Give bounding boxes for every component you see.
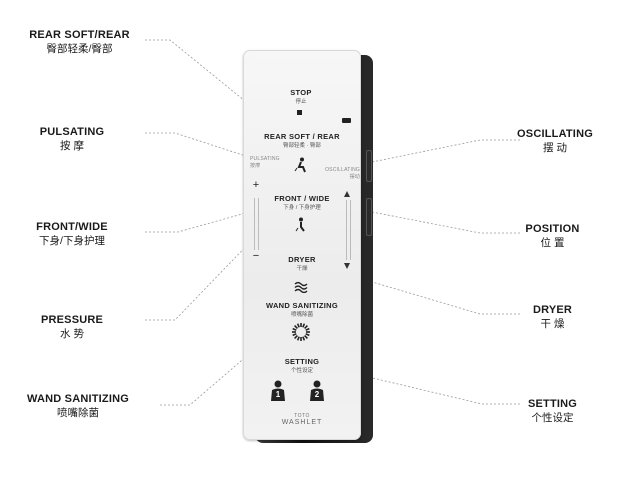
pressure-plus[interactable]: + <box>252 179 260 191</box>
user2-number: 2 <box>314 390 320 399</box>
remote-face <box>243 50 361 440</box>
wand-sanitizing-icon <box>292 323 310 341</box>
rear-label-en: REAR SOFT / REAR <box>264 132 340 141</box>
label-dryer: DRYER 干 燥 <box>510 304 595 330</box>
rear-button[interactable]: REAR SOFT / REAR 臀部轻柔 · 臀部 <box>258 132 346 149</box>
oscillating-side-button[interactable] <box>366 150 372 182</box>
user2-icon <box>310 380 324 401</box>
label-oscillating-en: OSCILLATING <box>517 128 593 140</box>
front-label-zh: 下身 / 下身护理 <box>283 205 321 211</box>
setting-label-zh: 个性设定 <box>290 368 313 374</box>
dryer-button[interactable]: DRYER 干燥 <box>275 255 329 272</box>
brand-logo: TOTO WASHLET <box>272 413 332 426</box>
label-setting-zh: 个性设定 <box>531 411 574 424</box>
front-button[interactable]: FRONT / WIDE 下身 / 下身护理 <box>262 194 342 211</box>
label-oscillating: OSCILLATING 摆 动 <box>510 128 600 154</box>
pulsating-small-en: PULSATING <box>250 156 280 162</box>
user2-button[interactable]: 2 <box>308 380 326 402</box>
label-position-zh: 位 置 <box>540 236 565 249</box>
label-front-en: FRONT/WIDE <box>36 221 108 233</box>
dryer-wave-icon <box>294 281 308 293</box>
label-pulsating-en: PULSATING <box>39 126 105 138</box>
label-rear-en: REAR SOFT/REAR <box>29 29 130 41</box>
stop-label-en: STOP <box>290 88 312 97</box>
label-pulsating-zh: 按 摩 <box>60 139 84 152</box>
leader-pressure <box>145 234 258 321</box>
indicator-led <box>342 118 351 123</box>
brand-toto: TOTO <box>294 413 310 419</box>
label-front-wide: FRONT/WIDE 下身/下身护理 <box>22 221 122 247</box>
label-oscillating-zh: 摆 动 <box>543 141 567 154</box>
user1-icon <box>271 380 285 401</box>
front-label-en: FRONT / WIDE <box>274 194 330 203</box>
wand-label-en: WAND SANITIZING <box>266 301 338 310</box>
oscillating-small-en: OSCILLATING <box>325 167 360 173</box>
pulsating-button[interactable]: PULSATING 按摩 <box>250 156 290 169</box>
label-rear-soft-rear: REAR SOFT/REAR 臀部轻柔/臀部 <box>22 29 137 55</box>
label-dryer-en: DRYER <box>532 304 573 316</box>
label-pressure-en: PRESSURE <box>40 314 104 326</box>
label-setting: SETTING 个性设定 <box>510 398 595 424</box>
label-front-zh: 下身/下身护理 <box>39 234 105 247</box>
user1-button[interactable]: 1 <box>269 380 287 402</box>
leader-position <box>371 211 520 234</box>
leader-oscillating <box>371 139 520 163</box>
stop-label-zh: 停止 <box>295 99 307 105</box>
label-position: POSITION 位 置 <box>510 223 595 249</box>
pulsating-small-zh: 按摩 <box>250 163 261 169</box>
position-side-button[interactable] <box>366 198 372 236</box>
setting-button[interactable]: SETTING 个性设定 <box>275 357 329 374</box>
dryer-label-en: DRYER <box>288 255 316 264</box>
pressure-slider[interactable] <box>254 198 259 250</box>
leader-pulsating <box>145 132 259 161</box>
label-dryer-zh: 干 燥 <box>540 317 565 330</box>
label-wand-en: WAND SANITIZING <box>27 393 129 405</box>
label-pressure: PRESSURE 水 势 <box>22 314 122 340</box>
label-wand-sanitizing: WAND SANITIZING 喷嘴除菌 <box>22 393 134 419</box>
setting-label-en: SETTING <box>284 357 320 366</box>
user1-number: 1 <box>275 390 281 399</box>
wand-label-zh: 喷嘴除菌 <box>290 312 313 318</box>
position-down-icon[interactable] <box>343 262 351 270</box>
brand-washlet: WASHLET <box>281 419 323 426</box>
label-pressure-zh: 水 势 <box>60 327 84 340</box>
dryer-label-zh: 干燥 <box>296 266 308 272</box>
label-rear-zh: 臀部轻柔/臀部 <box>46 42 113 55</box>
stop-icon <box>297 110 302 115</box>
position-slider[interactable] <box>346 200 351 260</box>
wand-sanitizing-button[interactable]: WAND SANITIZING 喷嘴除菌 <box>262 301 342 318</box>
position-up-icon[interactable] <box>343 190 351 198</box>
stop-button[interactable]: STOP 停止 <box>270 88 332 105</box>
pressure-minus[interactable]: − <box>252 250 260 262</box>
label-setting-en: SETTING <box>527 398 578 410</box>
oscillating-button[interactable]: OSCILLATING 摆动 <box>318 167 360 180</box>
label-position-en: POSITION <box>525 223 580 235</box>
label-wand-zh: 喷嘴除菌 <box>57 406 99 419</box>
rear-label-zh: 臀部轻柔 · 臀部 <box>283 143 321 149</box>
rear-spray-icon <box>294 157 306 173</box>
front-spray-icon <box>295 217 305 232</box>
label-pulsating: PULSATING 按 摩 <box>22 126 122 152</box>
oscillating-small-zh: 摆动 <box>349 174 360 180</box>
